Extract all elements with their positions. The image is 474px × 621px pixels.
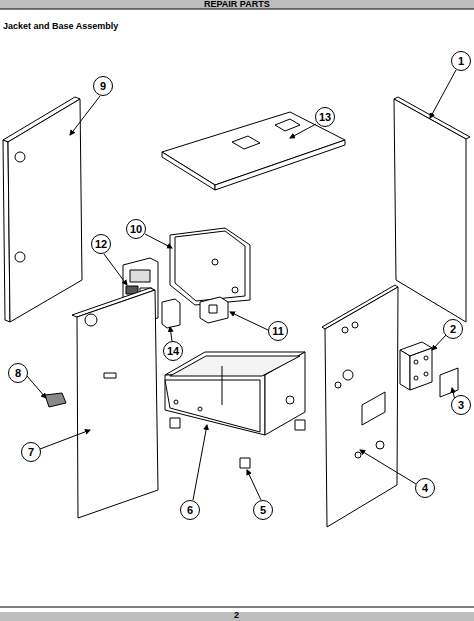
callout-circle: 10: [126, 219, 146, 239]
callout-number: 2: [450, 323, 456, 335]
callout-circle: 8: [8, 363, 28, 383]
callout-number: 14: [167, 345, 179, 357]
callout-circle: 13: [315, 107, 335, 127]
callout-number: 6: [187, 504, 193, 516]
callout-circle: 1: [451, 51, 471, 71]
callout-circle: 6: [180, 500, 200, 520]
callout-circle: 3: [451, 395, 471, 415]
callout-number: 4: [422, 482, 428, 494]
callout-number: 10: [130, 223, 142, 235]
callout-number: 12: [95, 238, 107, 250]
header-bar: [0, 0, 474, 9]
callout-number: 8: [15, 367, 21, 379]
callout-circle: 14: [163, 341, 183, 361]
callout-number: 7: [28, 446, 34, 458]
callout-circle: 9: [93, 76, 113, 96]
section-heading: Jacket and Base Assembly: [3, 21, 118, 31]
callout-circle: 2: [443, 319, 463, 339]
callout-number: 11: [272, 325, 284, 337]
callout-circle: 7: [21, 442, 41, 462]
callout-circle: 12: [91, 234, 111, 254]
callout-circle: 4: [415, 478, 435, 498]
page-header: REPAIR PARTS: [204, 0, 270, 9]
callout-number: 1: [458, 55, 464, 67]
callout-number: 5: [260, 504, 266, 516]
callout-circle: 5: [253, 500, 273, 520]
callout-circle: 11: [268, 321, 288, 341]
page-number: 2: [234, 610, 239, 620]
callout-number: 3: [458, 399, 464, 411]
callout-number: 13: [319, 111, 331, 123]
callout-number: 9: [100, 80, 106, 92]
